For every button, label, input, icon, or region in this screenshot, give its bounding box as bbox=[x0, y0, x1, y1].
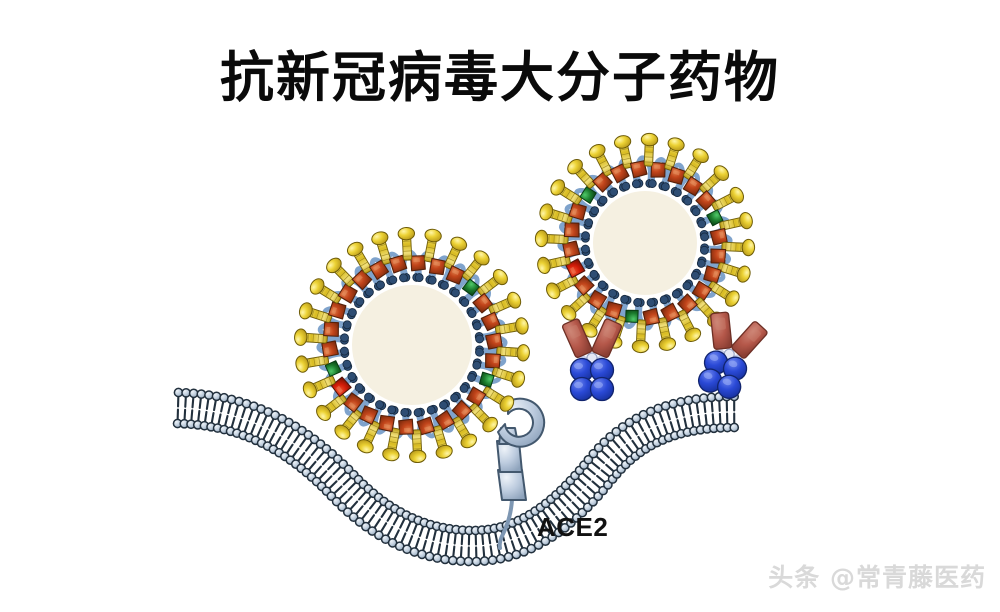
virion-right bbox=[534, 132, 756, 354]
watermark: 头条 @常青藤医药 bbox=[768, 563, 986, 592]
virion-left bbox=[293, 226, 531, 464]
cell-membrane bbox=[172, 387, 740, 567]
page-title: 抗新冠病毒大分子药物 bbox=[220, 46, 780, 109]
ace2-receptor bbox=[491, 397, 546, 550]
antibody-right bbox=[697, 311, 768, 399]
ace2-label: ACE2 bbox=[537, 512, 609, 542]
antibody-left bbox=[561, 318, 623, 402]
